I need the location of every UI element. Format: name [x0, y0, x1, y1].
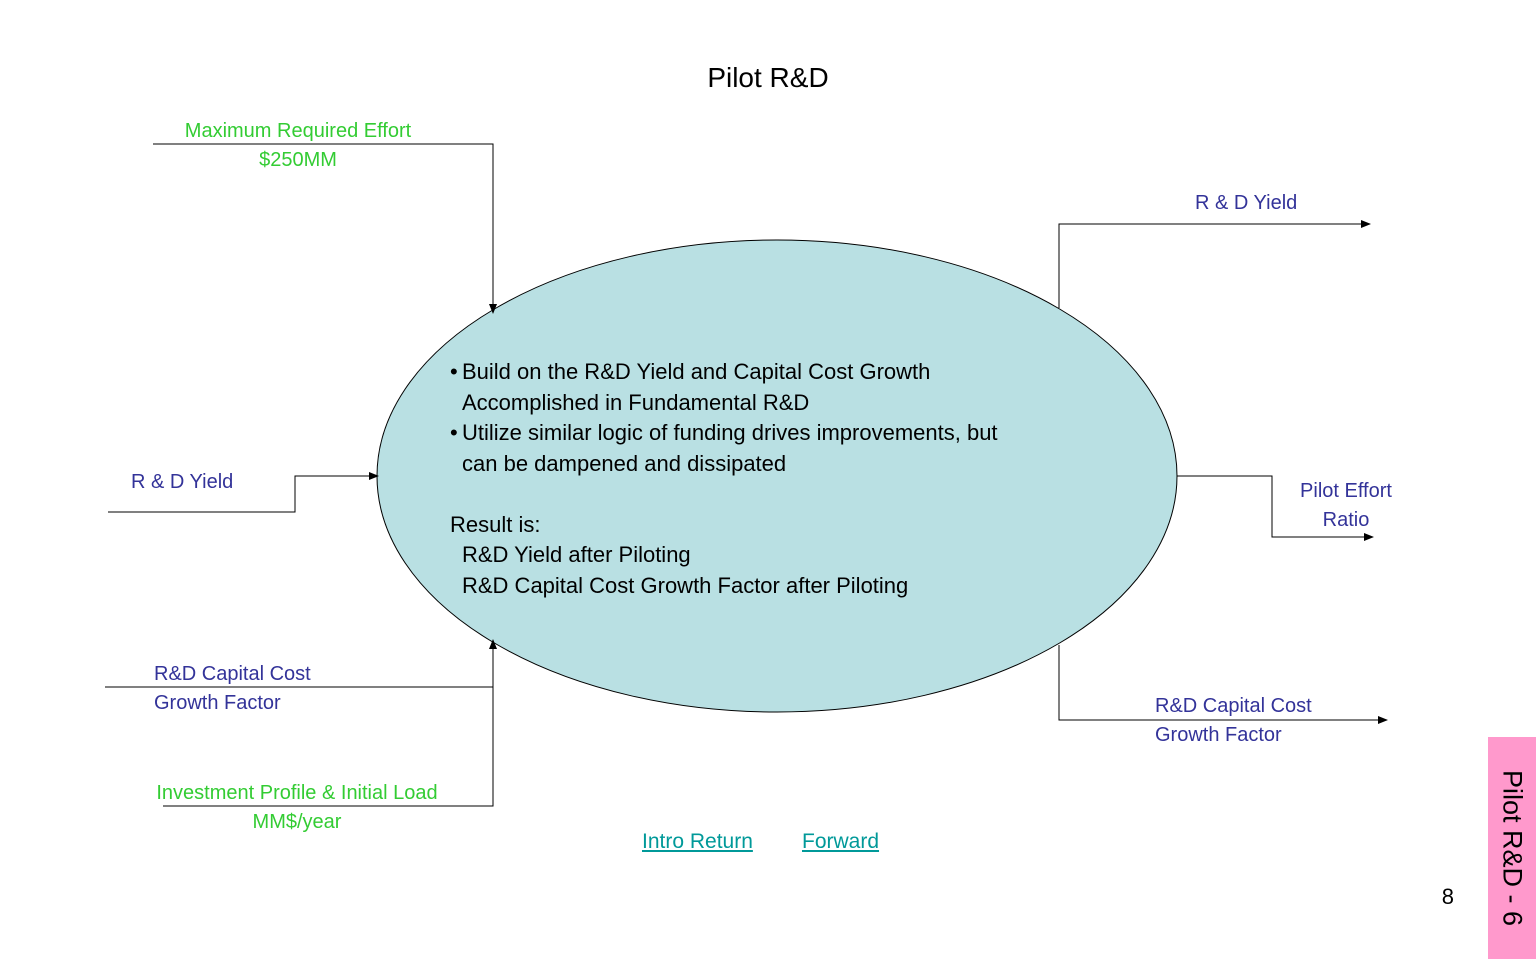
- pilot-effort-label: Pilot Effort Ratio: [1276, 477, 1416, 535]
- capital-cost-output-line2: Growth Factor: [1155, 724, 1282, 746]
- bullet-1-line1: Build on the R&D Yield and Capital Cost …: [462, 359, 931, 384]
- capital-cost-input-line1: R&D Capital Cost: [154, 663, 311, 685]
- pilot-effort-line1: Pilot Effort: [1300, 480, 1392, 502]
- capital-cost-output-line1: R&D Capital Cost: [1155, 695, 1312, 717]
- bullet-1-line2: Accomplished in Fundamental R&D: [462, 389, 810, 415]
- intro-return-link[interactable]: Intro Return: [642, 830, 753, 853]
- rd-yield-output-label: R & D Yield: [1195, 192, 1298, 214]
- rd-yield-output-arrow: [1058, 220, 1371, 308]
- page-number: 8: [1441, 884, 1454, 909]
- investment-label: Investment Profile & Initial Load MM$/ye…: [117, 779, 477, 837]
- forward-link[interactable]: Forward: [802, 830, 880, 853]
- side-tab: Pilot R&D - 6: [1488, 737, 1536, 959]
- bullet-2-line2: can be dampened and dissipated: [462, 450, 787, 476]
- side-tab-label: Pilot R&D - 6: [1497, 769, 1528, 927]
- investment-arrow: [163, 639, 497, 807]
- investment-line2: MM$/year: [252, 811, 342, 833]
- max-effort-label: Maximum Required Effort $250MM: [148, 117, 448, 175]
- capital-cost-input-label: R&D Capital Cost Growth Factor: [154, 660, 311, 718]
- rd-yield-input-arrow: [108, 472, 379, 513]
- max-effort-arrow: [153, 143, 497, 314]
- max-effort-line1: Maximum Required Effort: [184, 120, 412, 142]
- pilot-effort-arrow: [1177, 475, 1374, 541]
- bullet-2: Utilize similar logic of funding drives …: [450, 418, 1150, 479]
- rd-yield-input-label: R & D Yield: [131, 471, 234, 493]
- ellipse-text: Build on the R&D Yield and Capital Cost …: [450, 357, 1150, 601]
- pilot-effort-line2: Ratio: [1322, 509, 1370, 531]
- bullet-2-line1: Utilize similar logic of funding drives …: [462, 420, 998, 445]
- bullet-1: Build on the R&D Yield and Capital Cost …: [450, 357, 1150, 418]
- capital-cost-output-label: R&D Capital Cost Growth Factor: [1155, 692, 1312, 750]
- capital-cost-input-line2: Growth Factor: [154, 692, 281, 714]
- result-heading: Result is:: [450, 511, 541, 537]
- result-capital-cost: R&D Capital Cost Growth Factor after Pil…: [462, 572, 909, 598]
- result-rd-yield: R&D Yield after Piloting: [462, 542, 691, 567]
- page-title: Pilot R&D: [707, 62, 829, 93]
- max-effort-line2: $250MM: [259, 149, 337, 171]
- capital-cost-output-arrow: [1058, 645, 1388, 724]
- investment-line1: Investment Profile & Initial Load: [156, 782, 438, 804]
